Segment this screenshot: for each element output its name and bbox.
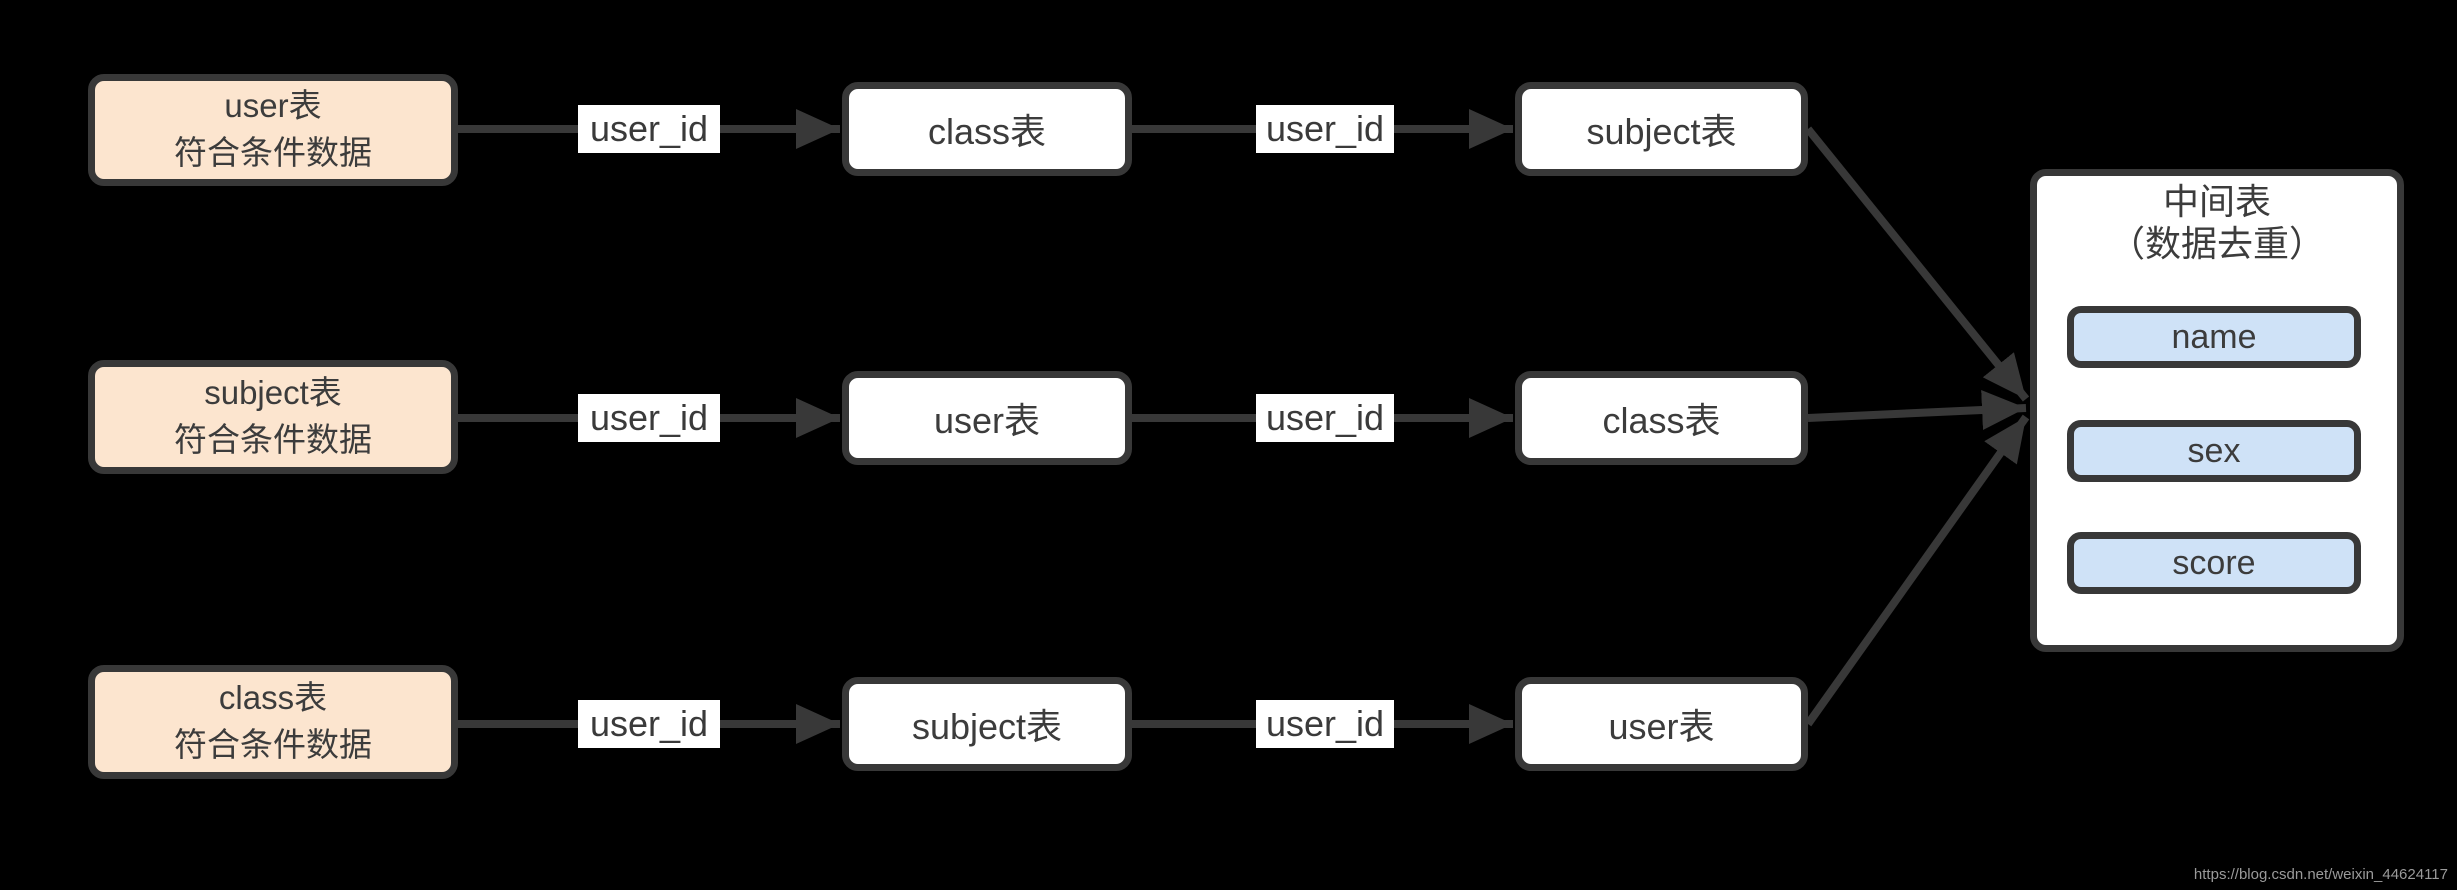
node-label: subject表 bbox=[911, 706, 1063, 747]
source-node-user-table: user表 符合条件数据 bbox=[88, 74, 458, 186]
source-node-title: subject表 bbox=[204, 374, 342, 412]
node-label: user表 bbox=[933, 400, 1041, 441]
node-label: class表 bbox=[927, 111, 1047, 152]
node-class-table: class表 bbox=[842, 82, 1132, 176]
result-table-title-line1: 中间表 bbox=[2162, 181, 2271, 222]
edge-label-user-id: user_id bbox=[1256, 105, 1394, 153]
source-node-title: class表 bbox=[218, 679, 328, 717]
result-field-score: score bbox=[2067, 532, 2361, 594]
result-field-name: name bbox=[2067, 306, 2361, 368]
source-node-subtitle: 符合条件数据 bbox=[174, 726, 372, 763]
source-node-subtitle: 符合条件数据 bbox=[174, 421, 372, 458]
node-subject-table: subject表 bbox=[1515, 82, 1808, 176]
node-user-table: user表 bbox=[1515, 677, 1808, 771]
node-subject-table: subject表 bbox=[842, 677, 1132, 771]
source-node-subject-table: subject表 符合条件数据 bbox=[88, 360, 458, 474]
result-table-title: 中间表 （数据去重） bbox=[2037, 181, 2397, 265]
edge-label-user-id: user_id bbox=[578, 700, 720, 748]
edge-label-user-id: user_id bbox=[1256, 700, 1394, 748]
edge-label-user-id: user_id bbox=[578, 394, 720, 442]
edge-label-user-id: user_id bbox=[578, 105, 720, 153]
node-class-table: class表 bbox=[1515, 371, 1808, 465]
node-label: user表 bbox=[1608, 706, 1715, 747]
source-node-title: user表 bbox=[224, 87, 322, 125]
edge-row1-node3-to-result bbox=[1804, 126, 2030, 402]
source-node-class-table: class表 符合条件数据 bbox=[88, 665, 458, 779]
edge-row3-node3-to-result bbox=[1804, 414, 2030, 727]
source-node-subtitle: 符合条件数据 bbox=[174, 134, 372, 171]
result-table-title-line2: （数据去重） bbox=[2108, 223, 2325, 264]
edge-row2-node3-to-result bbox=[1807, 390, 2027, 430]
node-label: subject表 bbox=[1586, 111, 1737, 152]
result-field-sex: sex bbox=[2067, 420, 2361, 482]
node-label: class表 bbox=[1602, 400, 1721, 441]
edge-label-user-id: user_id bbox=[1256, 394, 1394, 442]
node-user-table: user表 bbox=[842, 371, 1132, 465]
result-table-node: 中间表 （数据去重） name sex score bbox=[2030, 169, 2404, 652]
watermark-url: https://blog.csdn.net/weixin_44624117 bbox=[2193, 866, 2448, 883]
